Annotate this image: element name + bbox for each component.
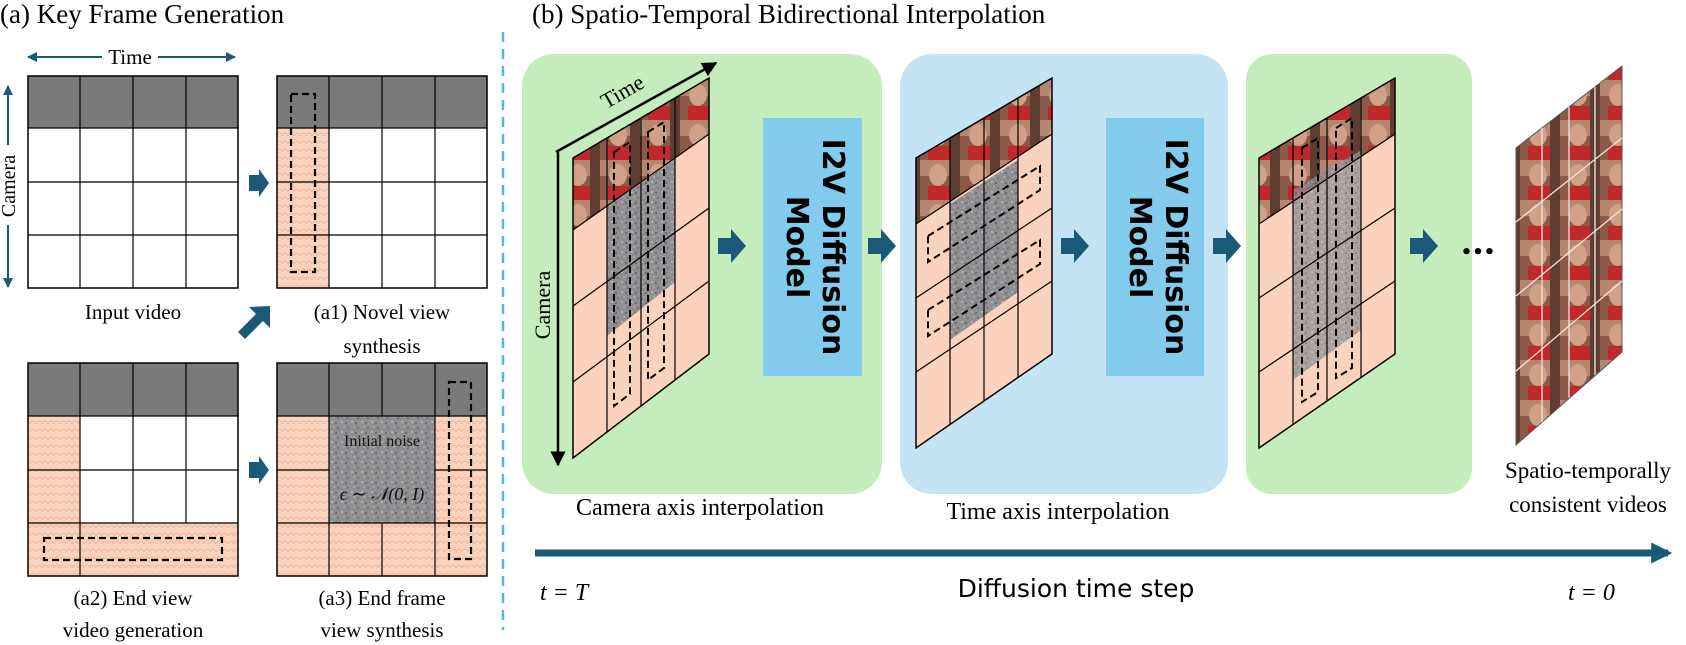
arrow-to-a2 [238, 306, 270, 339]
camera-label-bg [0, 145, 18, 225]
panel-a-title: (a) Key Frame Generation [0, 0, 285, 29]
model2-box [1106, 118, 1204, 376]
arrow-to-stage3 [1213, 229, 1241, 263]
arrow-to-model1 [718, 229, 746, 263]
panel-b-title: (b) Spatio-Temporal Bidirectional Interp… [532, 0, 1046, 29]
camera-axis-label: Camera [0, 155, 20, 217]
stage3-grid [1258, 76, 1396, 450]
arrow-to-a3 [249, 456, 269, 484]
a2-caption-line2: video generation [63, 618, 204, 642]
model1-label-line1: I2V Diffusion [815, 139, 850, 356]
input-video-caption: Input video [85, 300, 181, 324]
a3-grid [276, 362, 488, 577]
arrow-to-output [1410, 229, 1438, 263]
t-end-label: t = 0 [1568, 580, 1615, 606]
arrow-to-a1 [249, 169, 269, 197]
arrow-to-stage2 [868, 229, 896, 263]
output-video-grid [1515, 64, 1623, 447]
stage1-camera-label: Camera [530, 271, 555, 340]
output-caption-line1: Spatio-temporally [1505, 458, 1672, 483]
input-video-grid [27, 75, 239, 289]
time-label-bg [102, 44, 158, 68]
a1-grid [276, 75, 488, 289]
stage2-grid [915, 76, 1053, 450]
a1-caption-line2: synthesis [343, 334, 420, 358]
stage1-time-axis [555, 61, 718, 154]
output-caption-line2: consistent videos [1509, 492, 1667, 517]
model2-label-line2: Model [1122, 196, 1157, 299]
a2-caption-line1: (a2) End view [74, 586, 194, 610]
a2-grid [27, 362, 239, 577]
a1-caption-line1: (a1) Novel view [314, 300, 451, 324]
stage1-grid [572, 76, 710, 460]
arrow-to-model2 [1061, 229, 1089, 263]
ellipsis: ••• [1461, 242, 1496, 263]
timeline-label: Diffusion time step [958, 574, 1195, 603]
model2-label-line1: I2V Diffusion [1158, 139, 1193, 356]
t-start-label: t = T [540, 580, 590, 606]
model1-box [763, 118, 862, 376]
model1-label-line2: Model [779, 196, 814, 299]
stage1-caption: Camera axis interpolation [576, 495, 824, 521]
a3-caption-line1: (a3) End frame [318, 586, 445, 610]
a3-caption-line2: view synthesis [320, 618, 443, 642]
initial-noise-label: Initial noise [344, 433, 420, 450]
stage2-caption: Time axis interpolation [946, 499, 1169, 525]
noise-formula: ϵ ∼ 𝒩(0, I) [340, 484, 425, 505]
time-axis-label: Time [108, 45, 152, 69]
